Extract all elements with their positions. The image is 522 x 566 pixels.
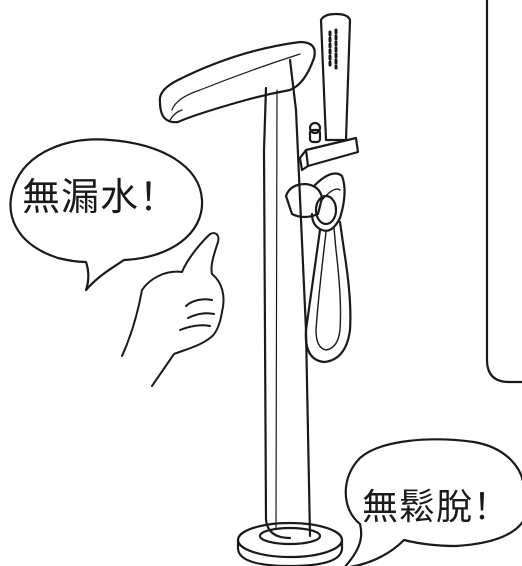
shower-hose <box>304 220 352 364</box>
floor-base-plate <box>236 521 344 566</box>
faucet-spout <box>158 40 316 124</box>
hand-shower <box>319 12 352 142</box>
faucet-column <box>262 58 312 540</box>
callout-no-loosening: 無鬆脫！ <box>362 487 511 528</box>
callout-no-leakage: 無漏水！ <box>22 175 179 219</box>
pointing-hand <box>121 232 225 387</box>
speech-bubble-left <box>9 138 204 292</box>
shower-holder <box>298 121 360 172</box>
info-panel-frame <box>485 0 522 384</box>
mixer-handle <box>284 172 346 232</box>
speech-bubble-bottom <box>344 438 522 566</box>
